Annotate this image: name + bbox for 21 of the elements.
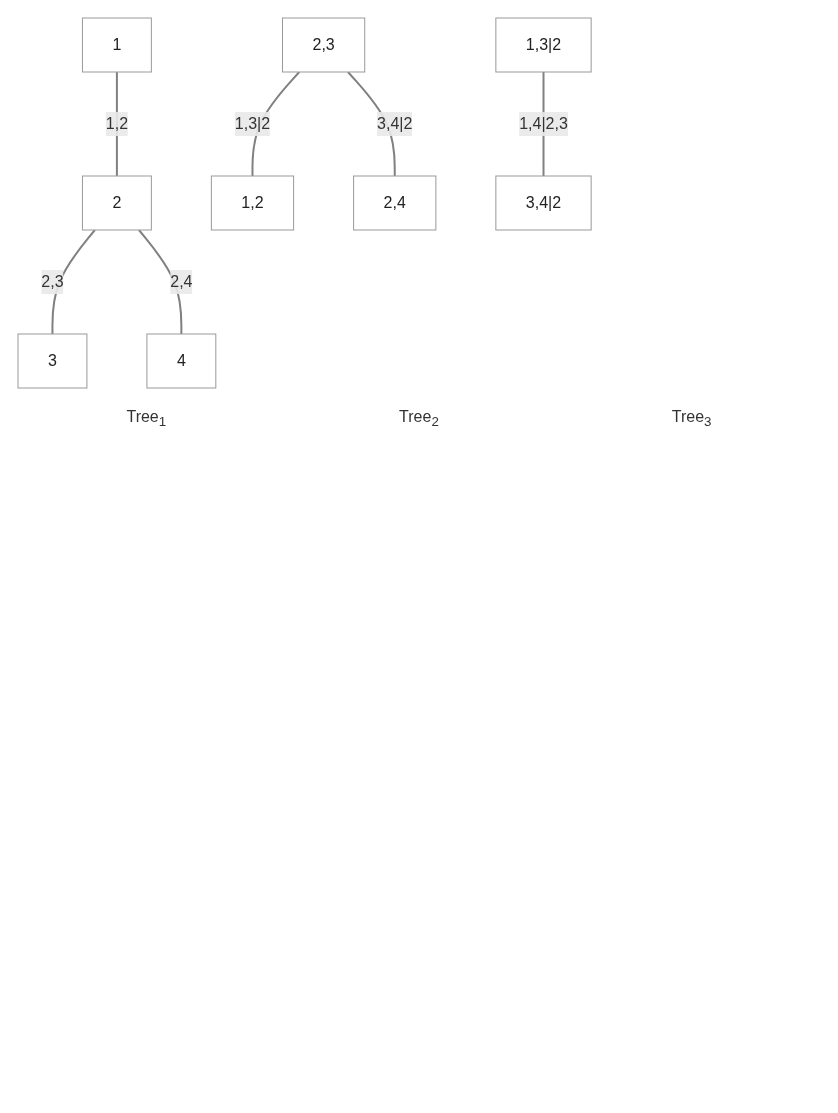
node-box: 3,4|2 (495, 175, 592, 231)
node-box: 1 (81, 17, 152, 73)
edge-label: 2,3 (41, 273, 64, 290)
node-box: 3 (17, 333, 88, 389)
connector (137, 229, 183, 335)
edge-label: 2,4 (170, 273, 193, 290)
connector (115, 71, 118, 177)
node-box: 2 (81, 175, 152, 231)
edge-label: 3,4|2 (377, 115, 413, 132)
node-box: 1,2 (210, 175, 295, 231)
tree-caption: Tree$_{2}$ (399, 408, 439, 430)
node-box: 4 (146, 333, 217, 389)
edge-label: 1,4|2,3 (519, 115, 568, 132)
node-box: 2,4 (353, 175, 437, 231)
connector (51, 229, 96, 335)
edge-label: 1,2 (105, 115, 129, 132)
tree-caption: Tree$_{1}$ (126, 408, 167, 430)
edge-label: 1,3|2 (234, 115, 271, 132)
node-box: 2,3 (282, 17, 366, 73)
tree-caption: Tree$_{3}$ (671, 408, 712, 430)
node-box: 1,3|2 (495, 17, 592, 73)
